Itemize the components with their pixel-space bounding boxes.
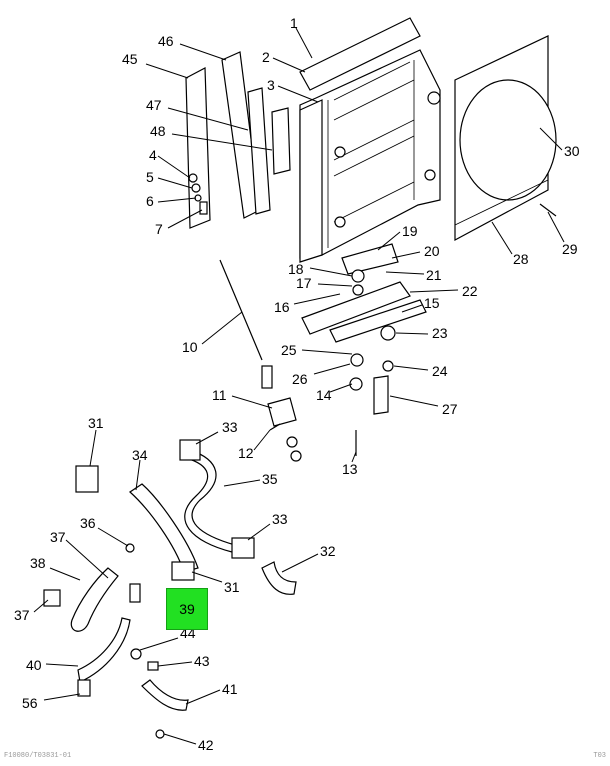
callout-34: 34 xyxy=(132,447,148,463)
callout-40: 40 xyxy=(26,657,42,673)
callout-10: 10 xyxy=(182,339,198,355)
callout-35: 35 xyxy=(262,471,278,487)
callout-4: 4 xyxy=(149,147,157,163)
callout-2: 2 xyxy=(262,49,270,65)
callout-19: 19 xyxy=(402,223,418,239)
callout-11: 11 xyxy=(212,387,227,403)
radiator-assembly[interactable] xyxy=(299,17,441,263)
highlighted-callout-39[interactable]: 39 xyxy=(166,588,208,630)
hose-35[interactable] xyxy=(179,439,255,559)
callout-7: 7 xyxy=(155,221,163,237)
callout-27: 27 xyxy=(442,401,458,417)
callout-28: 28 xyxy=(513,251,529,267)
callout-56: 56 xyxy=(22,695,38,711)
callout-15: 15 xyxy=(424,295,440,311)
callout-26: 26 xyxy=(292,371,308,387)
callout-22: 22 xyxy=(462,283,478,299)
callout-33-top: 33 xyxy=(222,419,238,435)
callout-37-bottom: 37 xyxy=(14,607,30,623)
callout-labels: 1 2 3 4 5 6 7 10 11 12 13 14 15 16 17 18… xyxy=(14,15,580,753)
callout-3: 3 xyxy=(267,77,275,93)
callout-16: 16 xyxy=(274,299,290,315)
hose-31[interactable] xyxy=(75,465,195,581)
callout-43: 43 xyxy=(194,653,210,669)
hose-32[interactable] xyxy=(261,561,297,595)
hose-38-40[interactable] xyxy=(43,567,141,697)
callout-20: 20 xyxy=(424,243,440,259)
callout-46: 46 xyxy=(158,33,174,49)
bracket-11-27[interactable] xyxy=(267,375,389,462)
callout-32: 32 xyxy=(320,543,336,559)
callout-21: 21 xyxy=(426,267,442,283)
callout-47: 47 xyxy=(146,97,162,113)
callout-31-top: 31 xyxy=(88,415,104,431)
small-parts-bottom[interactable] xyxy=(125,203,557,739)
callout-6: 6 xyxy=(146,193,154,209)
footer-code-left: F10080/T03831-01 xyxy=(4,752,72,760)
callout-1: 1 xyxy=(290,15,298,31)
callout-38: 38 xyxy=(30,555,46,571)
callout-45: 45 xyxy=(122,51,138,67)
mounting-brackets[interactable] xyxy=(301,243,427,391)
callout-37-top: 37 xyxy=(50,529,66,545)
hose-34[interactable] xyxy=(129,483,199,573)
callout-17: 17 xyxy=(296,275,312,291)
callout-12: 12 xyxy=(238,445,254,461)
callout-29: 29 xyxy=(562,241,578,257)
callout-39-label: 39 xyxy=(179,601,195,617)
callout-13: 13 xyxy=(342,461,358,477)
footer-code-right: T03 xyxy=(593,752,606,760)
hose-41[interactable] xyxy=(141,679,189,711)
callout-24: 24 xyxy=(432,363,448,379)
callout-18: 18 xyxy=(288,261,304,277)
callout-30: 30 xyxy=(564,143,580,159)
callout-23: 23 xyxy=(432,325,448,341)
callout-31-bottom: 31 xyxy=(224,579,240,595)
tie-rod[interactable] xyxy=(219,259,273,389)
callout-25: 25 xyxy=(281,342,297,358)
fan-shroud[interactable] xyxy=(454,35,557,242)
callout-33-bottom: 33 xyxy=(272,511,288,527)
callout-5: 5 xyxy=(146,169,154,185)
callout-42: 42 xyxy=(198,737,214,753)
callout-36: 36 xyxy=(80,515,96,531)
callout-14: 14 xyxy=(316,387,332,403)
callout-41: 41 xyxy=(222,681,238,697)
callout-48: 48 xyxy=(150,123,166,139)
